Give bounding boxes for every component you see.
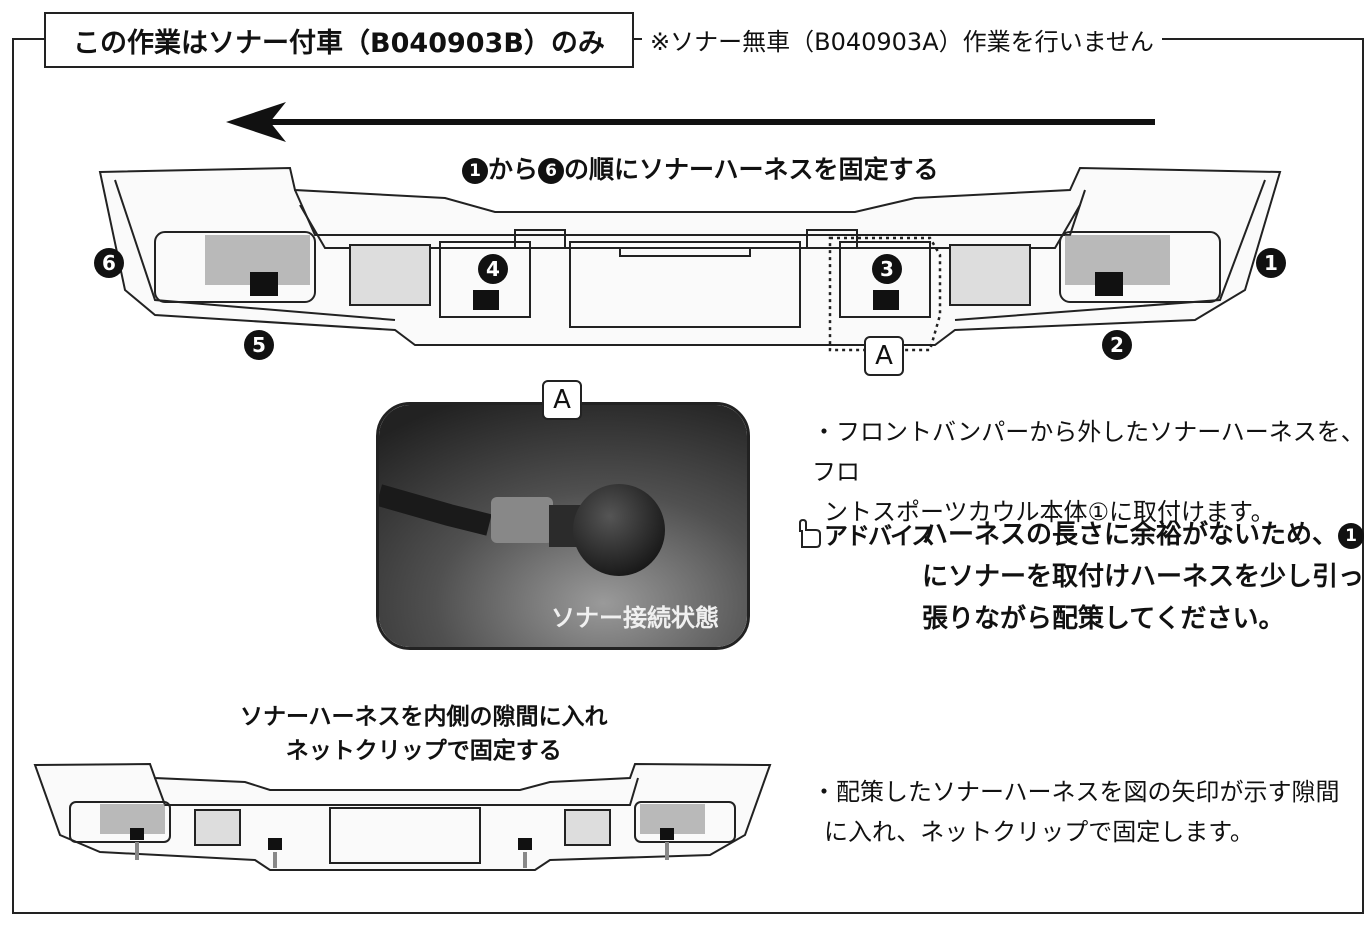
instruction-step-2: ・配策したソナーハーネスを図の矢印が示す隙間 に入れ、ネットクリップで固定します… <box>812 778 1340 846</box>
detail-label-a: A <box>864 336 904 376</box>
caption-number-end: 6 <box>538 158 565 184</box>
marker-5: 5 <box>244 330 274 360</box>
photo-caption: ソナー接続状態 <box>551 604 719 632</box>
photo-label-a: A <box>542 380 582 420</box>
front-bumper-illustration <box>98 166 1282 352</box>
advice-text: ハーネスの長さに余裕がないため、1 にソナーを取付けハーネスを少し引っ 張りなが… <box>922 520 1365 634</box>
direction-arrow-icon <box>226 102 1155 142</box>
bumper-harness-route-illustration <box>33 762 772 871</box>
marker-6: 6 <box>94 248 124 278</box>
title-note: ※ソナー無車（B040903A）作業を行いません <box>642 22 1162 57</box>
advice-label: アドバイス <box>794 516 935 551</box>
marker-2: 2 <box>1102 330 1132 360</box>
caption-number-start: 1 <box>462 158 488 184</box>
marker-3: 3 <box>872 254 902 284</box>
sonar-connection-photo: ソナー接続状態 <box>376 402 750 650</box>
advice-number: 1 <box>1338 523 1365 549</box>
instruction-step-1: ・フロントバンパーから外したソナーハーネスを、フロ ントスポーツカウル本体①に取… <box>812 418 1365 526</box>
marker-1: 1 <box>1256 248 1286 278</box>
bottom-diagram-caption: ソナーハーネスを内側の隙間に入れ ネットクリップで固定する <box>240 704 608 764</box>
pointing-hand-icon <box>799 518 821 548</box>
page-title: この作業はソナー付車（B040903B）のみ <box>44 12 634 68</box>
marker-4: 4 <box>478 254 508 284</box>
